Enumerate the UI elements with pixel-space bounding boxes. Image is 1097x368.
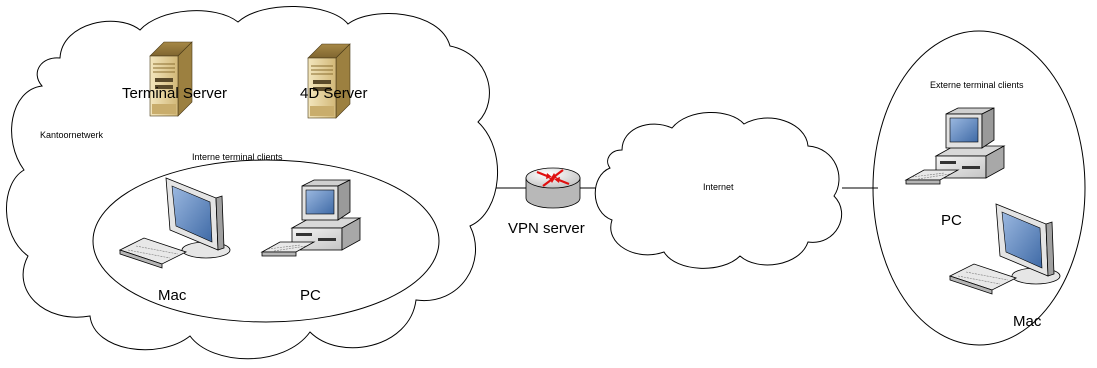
terminal-server-label: Terminal Server <box>122 85 228 102</box>
external-pc-label: PC <box>941 212 962 229</box>
4d-server-icon <box>307 43 351 119</box>
external-mac-icon <box>949 203 1061 295</box>
external-clients-ellipse <box>872 30 1086 346</box>
external-mac-label: Mac <box>1013 313 1042 330</box>
office-network-label: Kantoornetwerk <box>40 130 104 140</box>
internal-mac-label: Mac <box>158 287 187 304</box>
internet-cloud <box>594 112 843 269</box>
4d-server-label: 4D Server <box>300 85 368 102</box>
internet-label: Internet <box>703 182 734 192</box>
vpn-server-label: VPN server <box>508 220 585 237</box>
vpn-router-icon <box>525 167 581 209</box>
external-pc-icon <box>905 107 1005 185</box>
office-network-cloud <box>6 6 498 360</box>
terminal-server-icon <box>149 41 193 117</box>
internal-clients-label: Interne terminal clients <box>192 152 283 162</box>
internal-pc-label: PC <box>300 287 321 304</box>
external-clients-label: Externe terminal clients <box>930 80 1024 90</box>
internal-clients-ellipse <box>92 159 440 323</box>
